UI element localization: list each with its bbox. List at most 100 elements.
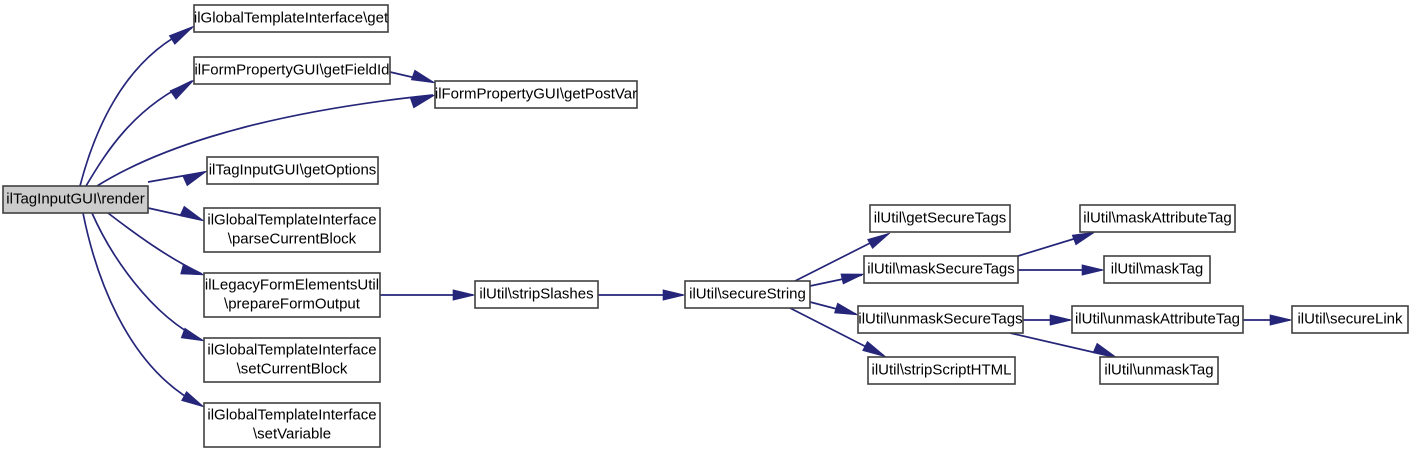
node-label: \parseCurrentBlock [228,230,357,247]
arrow-head-icon [181,390,205,408]
node-label: ilUtil\maskSecureTags [867,260,1015,277]
call-graph-node-getPostVar[interactable]: ilFormPropertyGUI\getPostVar [434,80,638,109]
arrow-head-icon [867,232,891,250]
call-edge [380,289,476,301]
call-edge [794,232,891,282]
edge-layer [79,25,1293,408]
node-box[interactable] [684,280,811,309]
call-graph-node-secureString[interactable]: ilUtil\secureString [684,280,811,309]
node-label: ilUtil\secureString [689,285,806,302]
edge-line [96,94,434,187]
node-box[interactable] [1071,305,1244,334]
arrow-head-icon [840,273,865,285]
call-edge [147,170,208,187]
call-graph-node-stripSlashes[interactable]: ilUtil\stripSlashes [474,280,599,309]
node-box[interactable] [193,4,389,33]
arrow-head-icon [1071,231,1096,246]
call-graph-node-getFieldId[interactable]: ilFormPropertyGUI\getFieldId [193,56,391,85]
node-label: ilGlobalTemplateInterface [207,341,376,358]
call-edge [107,212,205,276]
call-graph-node-getOptions[interactable]: ilTagInputGUI\getOptions [206,156,379,185]
call-graph-node-parseCurrentBlock[interactable]: ilGlobalTemplateInterface \parseCurrentBl… [203,207,381,253]
node-box[interactable] [867,356,1016,385]
node-box[interactable] [869,204,1011,233]
arrow-head-icon [168,25,195,45]
node-box[interactable] [1079,204,1236,233]
node-box[interactable] [434,80,638,109]
arrow-head-icon [409,94,436,109]
node-label: ilGlobalTemplateInterface [207,406,376,423]
node-label: \setCurrentBlock [237,360,348,377]
node-layer: ilTagInputGUI\render ilGlobalTemplateInte… [2,4,1409,448]
call-graph-node-maskAttributeTag[interactable]: ilUtil\maskAttributeTag [1079,204,1236,233]
call-edge [147,205,205,222]
node-label: ilFormPropertyGUI\getFieldId [194,61,389,78]
arrow-head-icon [180,263,205,276]
node-box[interactable] [474,280,599,309]
node-label: \setVariable [253,425,331,442]
edge-line [79,27,193,187]
call-edge [85,79,195,187]
edge-line [82,212,203,407]
call-graph-node-prepareFormOutput[interactable]: ilLegacyFormElementsUtil \prepareFormOutp… [203,272,381,318]
node-box[interactable] [203,402,381,448]
node-label: ilUtil\stripScriptHTML [871,361,1011,378]
node-box[interactable] [203,337,381,383]
call-edge [389,69,436,84]
node-label: ilTagInputGUI\getOptions [209,161,377,178]
call-graph-node-unmaskTag[interactable]: ilUtil\unmaskTag [1099,356,1219,385]
arrow-head-icon [179,205,205,222]
node-label: \prepareFormOutput [224,295,361,312]
call-graph-node-maskSecureTags[interactable]: ilUtil\maskSecureTags [863,255,1019,284]
arrow-head-icon [862,340,887,358]
call-edge [809,301,859,316]
arrow-head-icon [182,170,208,187]
call-graph-node-setCurrentBlock[interactable]: ilGlobalTemplateInterface \setCurrentBloc… [203,337,381,383]
node-label: ilUtil\unmaskAttributeTag [1075,310,1240,327]
call-graph-node-secureLink[interactable]: ilUtil\secureLink [1291,305,1409,334]
call-graph-node-maskTag[interactable]: ilUtil\maskTag [1103,255,1211,284]
call-edge [96,94,436,187]
node-box[interactable] [193,56,391,85]
arrow-head-icon [834,302,859,316]
arrow-head-icon [1269,314,1293,326]
call-edge [1018,264,1105,276]
node-label: ilGlobalTemplateInterface [207,211,376,228]
node-label: ilTagInputGUI\render [6,190,144,207]
arrow-head-icon [662,289,686,301]
arrow-head-icon [1081,264,1105,276]
node-label: ilGlobalTemplateInterface\get [194,9,389,26]
node-box[interactable] [203,272,381,318]
node-box[interactable] [863,255,1019,284]
node-label: ilUtil\secureLink [1297,310,1403,327]
call-graph-node-stripScriptHTML[interactable]: ilUtil\stripScriptHTML [867,356,1016,385]
call-edge [1243,314,1293,326]
call-graph-node-unmaskAttributeTag[interactable]: ilUtil\unmaskAttributeTag [1071,305,1244,334]
call-graph-node-render[interactable]: ilTagInputGUI\render [2,185,149,214]
arrow-head-icon [169,79,195,100]
edge-line [91,212,203,341]
call-edge [1023,314,1073,326]
node-label: ilUtil\stripSlashes [479,285,593,302]
call-graph-node-setVariable[interactable]: ilGlobalTemplateInterface \setVariable [203,402,381,448]
node-box[interactable] [857,305,1024,334]
node-box[interactable] [1099,356,1219,385]
node-box[interactable] [203,207,381,253]
node-label: ilUtil\getSecureTags [874,209,1007,226]
node-box[interactable] [1291,305,1409,334]
call-edge [1009,332,1117,358]
call-edge [79,25,195,187]
node-box[interactable] [2,185,149,214]
node-label: ilLegacyFormElementsUtil [205,276,379,293]
node-box[interactable] [1103,255,1211,284]
node-box[interactable] [206,156,379,185]
node-label: ilUtil\unmaskSecureTags [858,310,1022,327]
call-graph-node-unmaskSecureTags[interactable]: ilUtil\unmaskSecureTags [857,305,1024,334]
node-label: ilUtil\maskTag [1111,260,1204,277]
node-label: ilUtil\unmaskTag [1104,361,1213,378]
node-label: ilUtil\maskAttributeTag [1083,209,1231,226]
arrow-head-icon [1092,342,1117,358]
call-graph-node-getSecureTags[interactable]: ilUtil\getSecureTags [869,204,1011,233]
call-graph-node-get[interactable]: ilGlobalTemplateInterface\get [193,4,389,33]
